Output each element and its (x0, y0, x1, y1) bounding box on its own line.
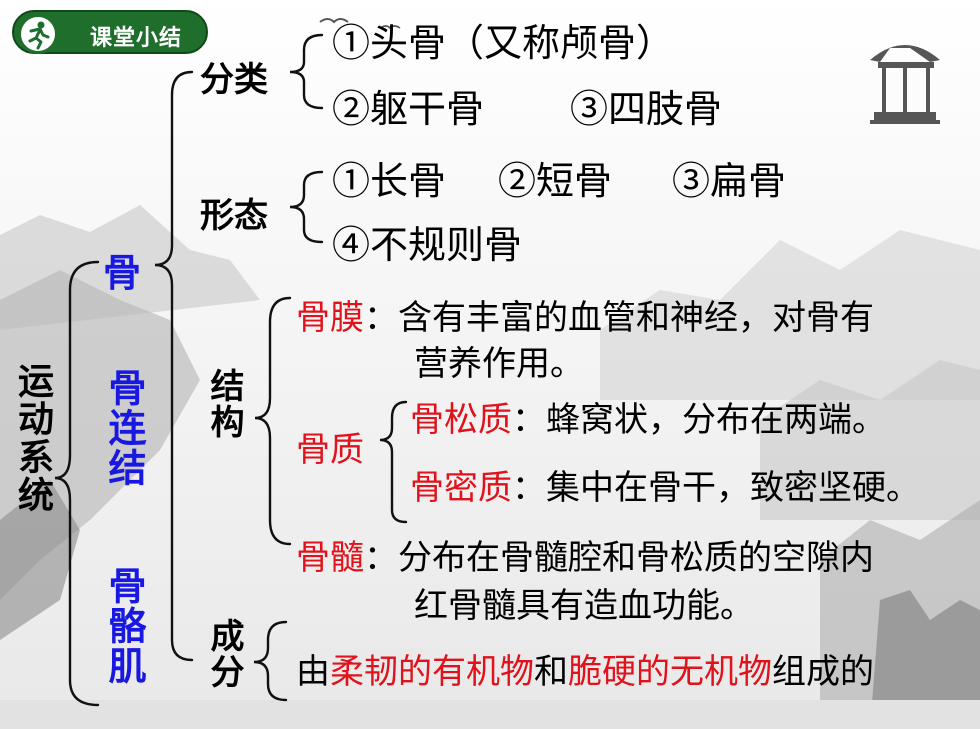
label-structure: 结构 (204, 368, 244, 440)
periosteum-desc-line1: ：含有丰富的血管和神经，对骨有 (364, 298, 874, 338)
marrow-desc-line2: 红骨髓具有造血功能。 (414, 586, 754, 626)
compact-bone-desc: ：集中在骨干，致密坚硬。 (512, 468, 920, 508)
term-bone-marrow: 骨髓 (296, 538, 364, 578)
composition-suffix: 组成的 (772, 652, 874, 692)
composition-and: 和 (534, 652, 568, 692)
shape-item-irregular: ④不规则骨 (332, 223, 523, 267)
shape-item-long: ①长骨 (332, 159, 447, 203)
class-item-skull: ①头骨（又称颅骨） (332, 21, 675, 65)
root-movement-system: 运动系统 (12, 362, 53, 514)
class-item-trunk: ②躯干骨 (332, 87, 485, 131)
term-bone-substance: 骨质 (296, 430, 364, 470)
composition-sentence: 由柔韧的有机物和脆硬的无机物组成的 (296, 644, 874, 693)
label-shape: 形态 (200, 196, 268, 236)
node-skeletal-muscle: 骨骼肌 (102, 566, 146, 686)
badge-label: 课堂小结 (90, 26, 183, 51)
shape-item-flat: ③扁骨 (672, 159, 787, 203)
term-spongy-bone: 骨松质 (410, 400, 512, 440)
node-bone: 骨 (103, 251, 142, 295)
class-item-limb: ③四肢骨 (570, 87, 723, 131)
node-joint: 骨连结 (102, 368, 146, 488)
periosteum-desc-line2: 营养作用。 (414, 344, 584, 384)
shape-item-short: ②短骨 (498, 159, 613, 203)
composition-organic: 柔韧的有机物 (330, 652, 534, 692)
runner-icon (18, 14, 58, 54)
label-classification: 分类 (200, 60, 268, 100)
spongy-bone-desc: ：蜂窝状，分布在两端。 (512, 400, 886, 440)
term-compact-bone: 骨密质 (410, 468, 512, 508)
composition-inorganic: 脆硬的无机物 (568, 652, 772, 692)
marrow-desc-line1: ：分布在骨髓腔和骨松质的空隙内 (364, 538, 874, 578)
composition-prefix: 由 (296, 652, 330, 692)
label-composition: 成分 (204, 618, 244, 690)
pavilion-illustration (870, 45, 940, 124)
term-periosteum: 骨膜 (296, 298, 364, 338)
